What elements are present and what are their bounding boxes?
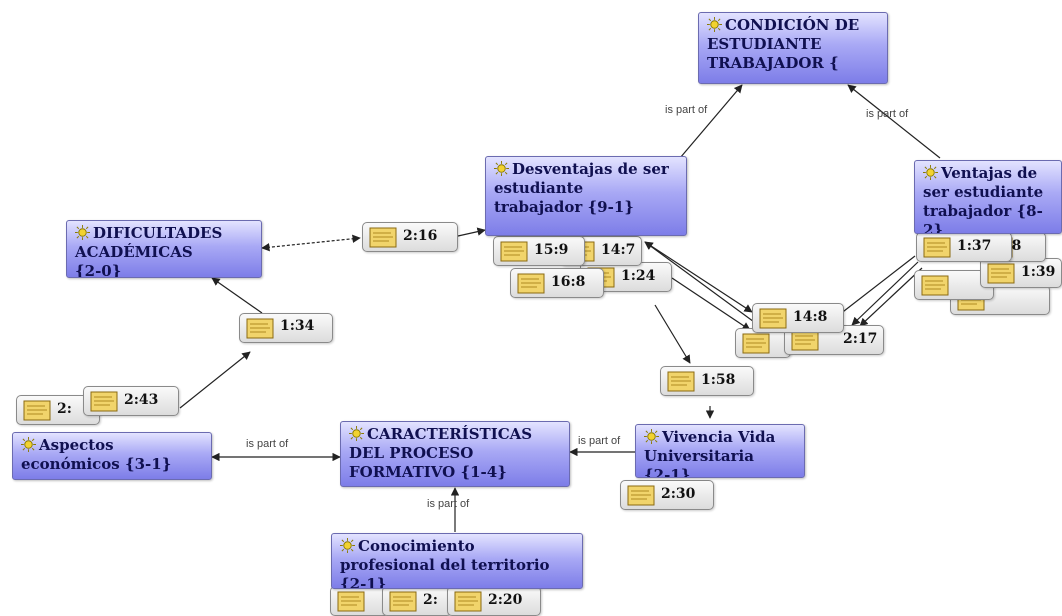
quote-node[interactable]: 1:58 <box>660 366 754 396</box>
quote-label: 15:9 <box>534 242 569 258</box>
quote-node[interactable]: 1:34 <box>239 313 333 343</box>
quote-label: 1:39 <box>1021 264 1056 280</box>
code-label: Ventajas de ser estudiante trabajador {8… <box>923 164 1044 234</box>
code-icon <box>494 161 509 176</box>
link-1-24-14-8 <box>671 277 751 331</box>
quote-label: 2:20 <box>488 592 523 608</box>
code-label: Desventajas de ser estudiante trabajador… <box>494 160 669 216</box>
document-icon <box>742 333 770 354</box>
link-2-16-desventajas <box>457 227 486 237</box>
code-label: Aspectos económicos {3-1} <box>21 436 172 473</box>
quote-node[interactable]: 1:24 <box>580 262 672 292</box>
quote-label: 2: <box>57 401 72 417</box>
quote-label: 1:37 <box>957 238 992 254</box>
document-icon <box>921 275 949 296</box>
quote-label: 1:24 <box>621 268 656 284</box>
link-2-43-1-34 <box>179 351 251 409</box>
quote-label: 2:17 <box>843 331 878 347</box>
document-icon <box>454 591 482 612</box>
code-label: CONDICIÓN DE ESTUDIANTE TRABAJADOR { <box>707 16 860 72</box>
quote-node[interactable]: 16:8 <box>510 268 604 298</box>
quote-label: 1:34 <box>280 318 315 334</box>
quote-node[interactable] <box>330 586 390 616</box>
quote-label: 2: <box>423 592 438 608</box>
quote-label: 2:30 <box>661 486 696 502</box>
quote-label: 14:7 <box>601 242 636 258</box>
code-icon <box>340 538 355 553</box>
document-icon <box>500 241 528 262</box>
code-node-aspectos[interactable]: Aspectos económicos {3-1} <box>12 432 212 480</box>
quote-label: 14:8 <box>793 309 828 325</box>
quote-node[interactable]: 14:8 <box>752 303 844 333</box>
code-icon <box>644 429 659 444</box>
quote-node[interactable]: 2:16 <box>362 222 458 252</box>
document-icon <box>517 273 545 294</box>
code-icon <box>707 17 722 32</box>
link-1-34-dificultades <box>211 277 263 314</box>
document-icon <box>791 330 819 351</box>
link-ventajas-14-8-b <box>851 261 919 326</box>
document-icon <box>369 227 397 248</box>
quote-label: 16:8 <box>551 274 586 290</box>
code-node-caracteristicas[interactable]: CARACTERÍSTICAS DEL PROCESO FORMATIVO {1… <box>340 421 570 487</box>
code-node-ventajas[interactable]: Ventajas de ser estudiante trabajador {8… <box>914 160 1062 234</box>
quote-node[interactable]: 1:39 <box>980 258 1062 288</box>
document-icon <box>23 400 51 421</box>
link-desventajas-condicion <box>679 84 743 159</box>
code-icon <box>349 426 364 441</box>
relation-label: is part of <box>866 108 909 120</box>
quote-node[interactable]: 2:43 <box>83 386 179 416</box>
relation-label: is part of <box>578 435 621 447</box>
code-label: DIFICULTADES ACADÉMICAS {2-0} <box>75 224 223 278</box>
quote-label: 1:58 <box>701 372 736 388</box>
code-icon <box>21 437 36 452</box>
quote-node[interactable]: 1:37 <box>916 232 1012 262</box>
quote-node[interactable]: 2: <box>382 586 452 616</box>
document-icon <box>759 308 787 329</box>
relation-label: is part of <box>246 438 289 450</box>
quote-node[interactable]: 2:20 <box>447 586 541 616</box>
code-label: Vivencia Vida Universitaria {2-1} <box>644 428 776 478</box>
document-icon <box>987 263 1015 284</box>
document-icon <box>923 237 951 258</box>
quote-label: 2:43 <box>124 392 159 408</box>
code-label: Conocimiento profesional del territorio … <box>340 537 550 589</box>
link-desventajas-14-8-b <box>644 241 753 313</box>
relation-label: is part of <box>665 104 708 116</box>
code-node-dificultades[interactable]: DIFICULTADES ACADÉMICAS {2-0} <box>66 220 262 278</box>
code-label: CARACTERÍSTICAS DEL PROCESO FORMATIVO {1… <box>349 425 533 481</box>
code-node-condicion[interactable]: CONDICIÓN DE ESTUDIANTE TRABAJADOR { <box>698 12 888 84</box>
link-1-24-1-58 <box>654 304 691 364</box>
document-icon <box>389 591 417 612</box>
quote-label: 2:16 <box>403 228 438 244</box>
link-ventajas-condicion <box>847 84 941 159</box>
link-ventajas-2-17 <box>859 267 923 327</box>
document-icon <box>90 391 118 412</box>
link-dificultades-2-16 <box>261 234 361 252</box>
quote-node[interactable]: 2:30 <box>620 480 714 510</box>
relation-label: is part of <box>427 498 470 510</box>
code-node-desventajas[interactable]: Desventajas de ser estudiante trabajador… <box>485 156 687 236</box>
code-icon <box>923 165 938 180</box>
document-icon <box>337 591 365 612</box>
document-icon <box>246 318 274 339</box>
link-ventajas-14-8-a <box>834 255 916 319</box>
code-node-vivencia[interactable]: Vivencia Vida Universitaria {2-1} <box>635 424 805 478</box>
quote-node[interactable] <box>735 328 791 358</box>
document-icon <box>627 485 655 506</box>
quote-node[interactable]: 15:9 <box>493 236 585 266</box>
document-icon <box>667 371 695 392</box>
code-node-conocimiento[interactable]: Conocimiento profesional del territorio … <box>331 533 583 589</box>
code-icon <box>75 225 90 240</box>
